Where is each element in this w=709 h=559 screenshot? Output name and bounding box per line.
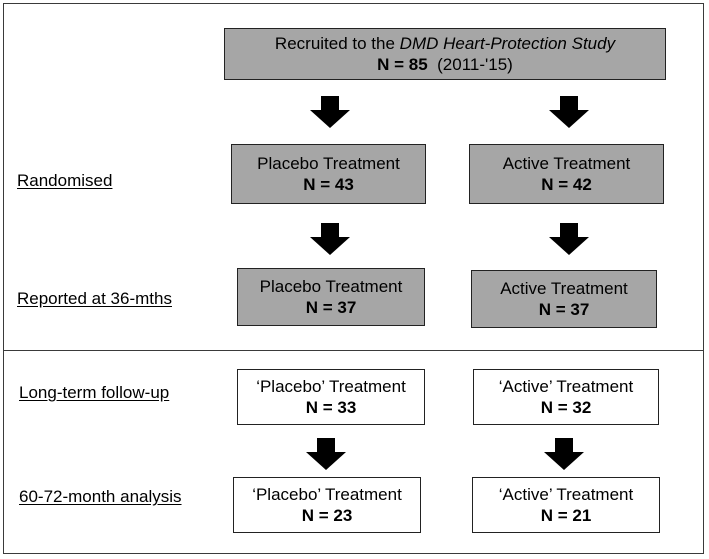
study-name: DMD Heart-Protection Study [399,34,616,53]
down-arrow-icon [549,96,589,128]
reported-active-box: Active Treatment N = 37 [471,270,657,328]
box-count: N = 21 [540,506,592,525]
box-count: N = 37 [305,298,357,317]
down-arrow-icon [544,438,584,470]
box-title: ‘Placebo’ Treatment [256,377,406,396]
box-count: N = 33 [305,398,357,417]
box-count: N = 32 [540,398,592,417]
box-count: N = 37 [538,300,590,319]
down-arrow-icon [306,438,346,470]
analysis-label: 60-72-month analysis [19,487,182,506]
reported-placebo-box: Placebo Treatment N = 37 [237,268,425,326]
box-count: N = 42 [541,175,592,194]
down-arrow-icon [310,96,350,128]
analysis-placebo-box: ‘Placebo’ Treatment N = 23 [233,477,421,533]
box-count: N = 43 [303,175,354,194]
longterm-label: Long-term follow-up [19,383,170,402]
randomised-active-box: Active Treatment N = 42 [469,144,664,204]
randomised-placebo-box: Placebo Treatment N = 43 [231,144,426,204]
box-title: Placebo Treatment [259,277,403,296]
box-title: ‘Placebo’ Treatment [252,485,402,504]
box-title: Active Treatment [502,154,631,173]
recruited-count: N = 85 (2011-'15) [377,54,513,75]
box-title: ‘Active’ Treatment [498,485,634,504]
down-arrow-icon [549,223,589,255]
longterm-active-box: ‘Active’ Treatment N = 32 [473,369,659,425]
randomised-label: Randomised [17,171,113,190]
recruited-title: Recruited to the DMD Heart-Protection St… [275,33,615,54]
box-title: ‘Active’ Treatment [498,377,634,396]
recruited-n: N = 85 [377,55,428,74]
recruited-title-prefix: Recruited to the [274,34,400,53]
recruited-years: (2011-'15) [427,55,513,74]
reported-label: Reported at 36-mths [17,289,172,308]
box-count: N = 23 [301,506,353,525]
box-title: Active Treatment [500,279,628,298]
recruited-box: Recruited to the DMD Heart-Protection St… [224,28,666,80]
longterm-placebo-box: ‘Placebo’ Treatment N = 33 [237,369,425,425]
analysis-active-box: ‘Active’ Treatment N = 21 [472,477,660,533]
section-divider [4,350,704,351]
box-title: Placebo Treatment [257,154,400,173]
down-arrow-icon [310,223,350,255]
